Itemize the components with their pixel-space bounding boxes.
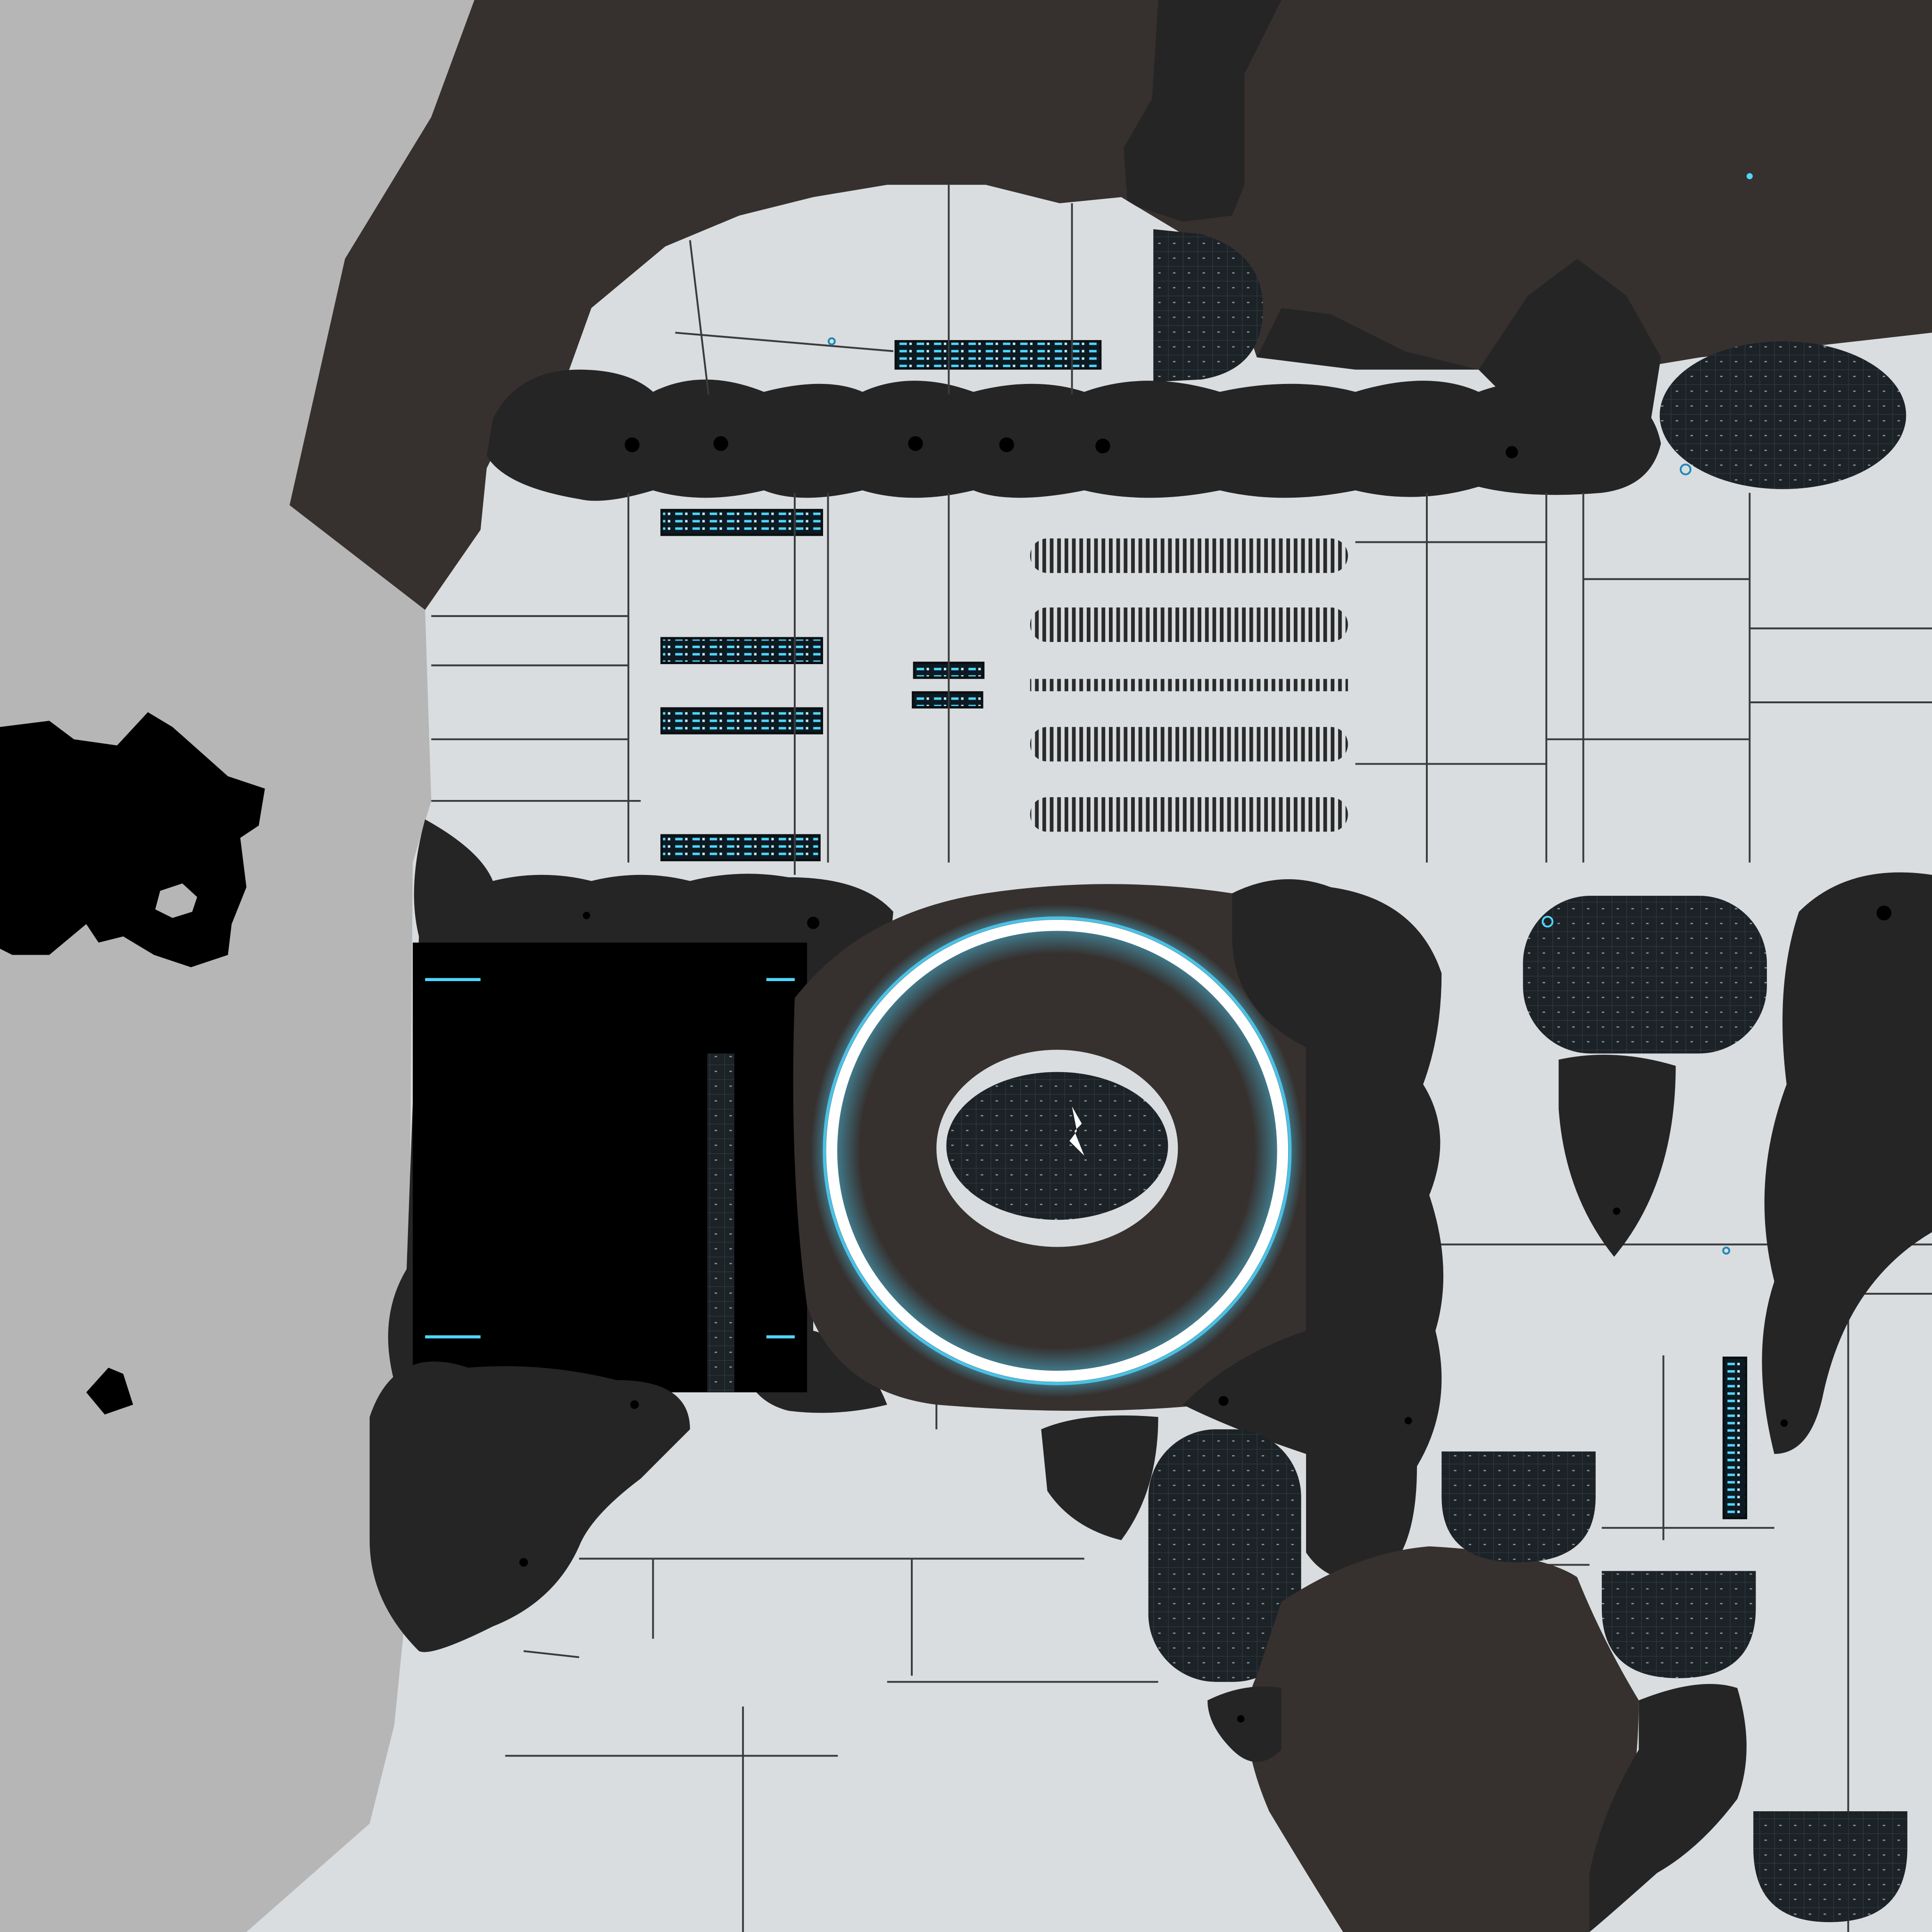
vent-grille-icon: [1659, 341, 1907, 490]
light-strip-icon: [660, 508, 823, 536]
left-gray-region: [0, 0, 475, 1932]
louvre-slot: [1030, 727, 1348, 762]
light-strip-icon: [894, 340, 1102, 370]
rivet-dot-icon: [519, 1558, 528, 1567]
rivet-dot-icon: [583, 912, 591, 919]
center-arrow-mark: [1069, 1106, 1084, 1156]
louvre-slot: [1030, 797, 1348, 832]
rivet-dot-icon: [908, 436, 923, 451]
indicator-ring-icon: [1722, 1246, 1731, 1255]
vent-grille-icon: [1753, 1811, 1907, 1923]
top-charcoal-lump: [1124, 0, 1282, 222]
light-strip-icon: [660, 834, 821, 861]
rivet-dot-icon: [713, 436, 728, 451]
indicator-dot-icon: [827, 337, 836, 346]
gray-hole-left: [155, 883, 197, 918]
rivet-dot-icon: [1506, 446, 1518, 458]
right-edge-charcoal: [1762, 872, 1932, 1454]
vent-grille-icon: [707, 1053, 734, 1392]
vent-grille-icon: [1441, 1451, 1596, 1563]
light-strip-icon: [660, 637, 823, 664]
vent-grille-icon: [1153, 229, 1263, 382]
top-scallop-bar: [486, 258, 1661, 501]
black-shape-left: [0, 712, 265, 967]
rivet-dot-icon: [999, 437, 1014, 452]
black-fragment-small: [86, 1367, 133, 1415]
vent-grille-icon: [946, 1072, 1168, 1220]
bottom-hull-brown: [1247, 1546, 1639, 1932]
rivet-dot-icon: [807, 916, 820, 929]
indicator-ring-icon: [1541, 916, 1554, 928]
louvre-slot: [1030, 607, 1348, 642]
glowing-ring-edge: [823, 916, 1292, 1385]
rivet-dot-icon: [1095, 438, 1110, 454]
light-strip-icon: [912, 691, 983, 709]
rivet-row-top: [625, 436, 1518, 458]
black-screen-area: [413, 942, 808, 1392]
bottom-right-charcoal: [1589, 1684, 1747, 1932]
rivet-dot-icon: [1876, 906, 1891, 921]
rivet-dot-icon: [1404, 1417, 1412, 1424]
bottom-charcoal-lump: [1208, 1686, 1282, 1762]
right-charcoal-frame: [1183, 879, 1444, 1581]
vent-grille-icon: [1601, 1571, 1756, 1678]
rivet-dot-icon: [1237, 1715, 1245, 1723]
vent-grille-icon: [1148, 1429, 1301, 1682]
light-strip-icon: [1722, 1357, 1748, 1519]
right-oval-lump: [1558, 1055, 1676, 1257]
rivet-dot-icon: [625, 437, 640, 452]
rivet-dot-icon: [630, 1400, 639, 1409]
rivet-dot-icon: [1613, 1208, 1621, 1215]
top-hull-brown: [289, 0, 1932, 610]
rivet-dot-icon: [1218, 1396, 1229, 1406]
rivet-dot-icon: [1780, 1419, 1788, 1427]
glowing-ring-icon: [826, 920, 1289, 1382]
louvre-group: [1030, 538, 1348, 832]
light-strip-group: [660, 508, 985, 861]
bottom-left-charcoal: [369, 1361, 690, 1652]
indicator-ring-icon: [1680, 463, 1691, 475]
indicator-dot-icon: [1746, 173, 1753, 180]
vent-grille-icon: [1523, 896, 1767, 1054]
light-strip-icon: [660, 707, 823, 734]
screen-corner-lights: [425, 978, 795, 1339]
lower-charcoal-lump: [1041, 1415, 1158, 1541]
louvre-slot: [1030, 538, 1348, 573]
louvre-slot: [1030, 679, 1348, 691]
